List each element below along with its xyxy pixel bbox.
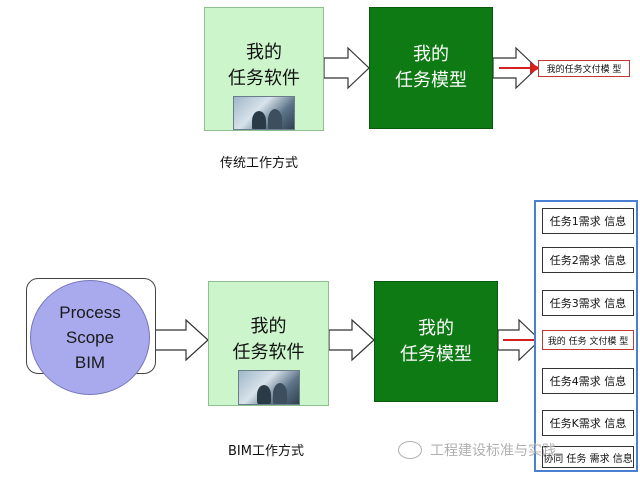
hollow-arrow-top-1 [323, 46, 370, 90]
watermark: 工程建设标准与实践 [398, 440, 556, 460]
requirement-item: 任务3需求 信息 [542, 290, 634, 316]
requirement-item: 任务2需求 信息 [542, 247, 634, 273]
requirement-item: 任务4需求 信息 [542, 368, 634, 394]
software-box-line2: 任务软件 [228, 68, 300, 89]
model-box-line2: 任务模型 [395, 70, 467, 91]
people-photo [233, 96, 295, 130]
hollow-arrow-bottom-2 [328, 318, 375, 362]
software-box-title: 我的 任务软件 [228, 40, 300, 92]
model-box-line1: 我的 [413, 44, 449, 65]
task-software-box-bim: 我的 任务软件 [208, 281, 329, 406]
requirement-item: 任务K需求 信息 [542, 410, 634, 436]
software-box-line1: 我的 [250, 316, 287, 337]
circle-line2: Scope [65, 328, 115, 347]
wechat-icon [398, 441, 422, 459]
requirements-panel: 任务1需求 信息 任务2需求 信息 任务3需求 信息 我的 任务 文付模 型 任… [534, 200, 638, 472]
caption-bim: BIM工作方式 [228, 444, 304, 459]
software-box-line1: 我的 [246, 42, 282, 63]
requirement-item: 协同 任务 需求 信息 [542, 446, 634, 468]
model-box-line2: 任务模型 [400, 343, 472, 365]
requirement-item: 任务1需求 信息 [542, 208, 634, 234]
process-scope-circle: Process Scope BIM [30, 280, 150, 395]
model-box-line1: 我的 [418, 317, 454, 339]
circle-line1: Process [59, 303, 121, 322]
circle-line3: BIM [74, 353, 106, 372]
caption-traditional: 传统工作方式 [220, 156, 299, 171]
hollow-arrow-bottom-1 [154, 318, 209, 362]
task-model-box-bim: 我的 任务模型 [374, 281, 498, 402]
people-photo [237, 370, 300, 405]
output-label-bim: 我的 任务 文付模 型 [542, 330, 634, 350]
task-model-box-traditional: 我的 任务模型 [369, 7, 493, 129]
software-box-line2: 任务软件 [232, 342, 305, 363]
watermark-text: 工程建设标准与实践 [430, 443, 556, 459]
task-software-box-traditional: 我的 任务软件 [204, 7, 324, 131]
output-label-traditional: 我的任务文付模 型 [538, 60, 630, 77]
